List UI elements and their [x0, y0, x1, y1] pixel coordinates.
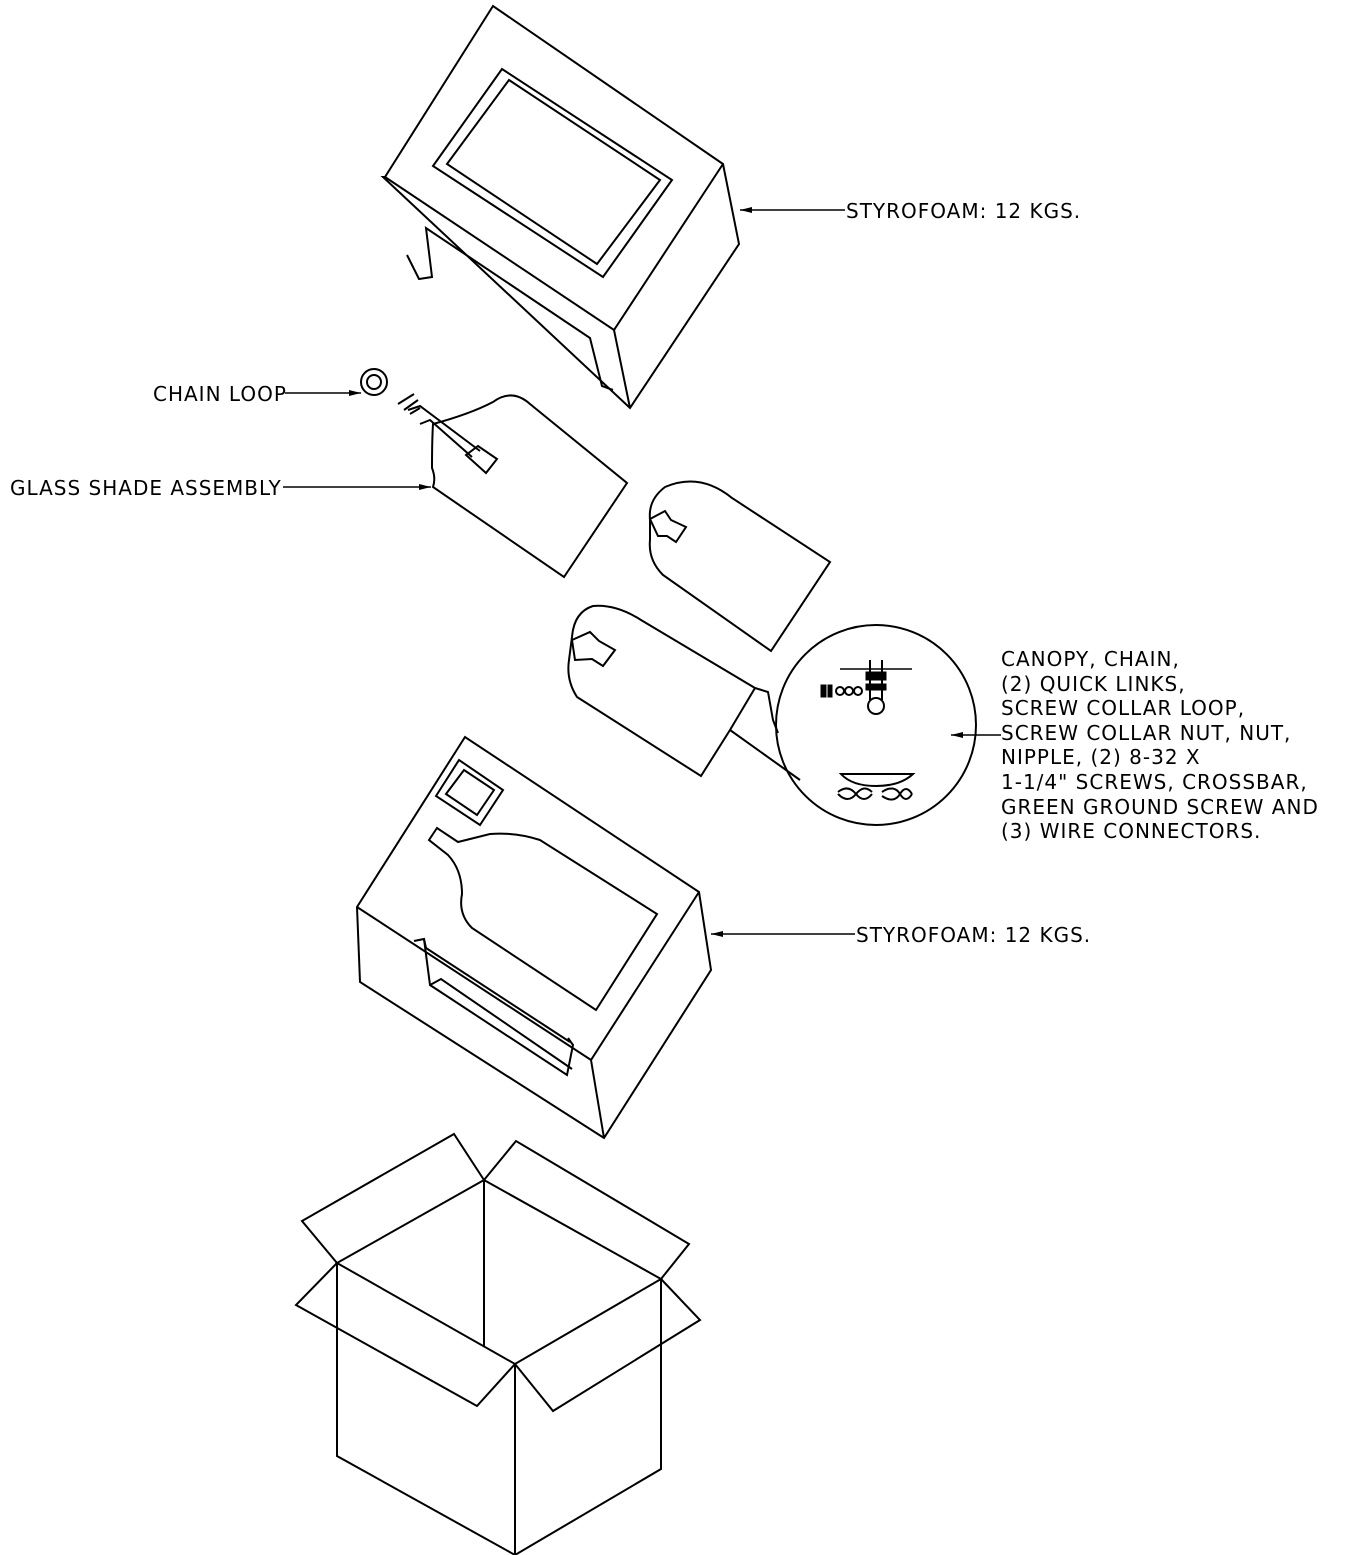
- glass-shade-assembly: [397, 393, 629, 579]
- glass-shade-assembly-label: GLASS SHADE ASSEMBLY: [10, 476, 282, 500]
- parts-list-line: CANOPY, CHAIN,: [1001, 647, 1180, 671]
- parts-list-line: NIPPLE, (2) 8-32 X: [1001, 745, 1201, 770]
- styrofoam-top-block: [380, 4, 741, 410]
- cardboard-box: [294, 1132, 702, 1555]
- chain-loop-label: CHAIN LOOP: [153, 382, 287, 406]
- parts-list-line: SCREW COLLAR NUT, NUT,: [1001, 720, 1292, 745]
- parts-list: CANOPY, CHAIN, (2) QUICK LINKS, SCREW CO…: [1001, 647, 1319, 844]
- parts-list-line: 1-1/4" SCREWS, CROSSBAR,: [1001, 769, 1308, 794]
- parts-list-line: SCREW COLLAR LOOP,: [1001, 696, 1246, 721]
- styrofoam-bottom-block: [355, 735, 713, 1140]
- styrofoam-top-label: STYROFOAM: 12 KGS.: [846, 199, 1082, 223]
- styrofoam-bottom-label: STYROFOAM: 12 KGS.: [856, 923, 1092, 947]
- leader-lines: [283, 207, 1001, 937]
- parts-list-line: GREEN GROUND SCREW AND: [1001, 794, 1319, 819]
- parts-list-line: (2) QUICK LINKS,: [1001, 671, 1186, 696]
- foam-insert-upper: [648, 480, 832, 653]
- hardware-detail-circle: [729, 624, 977, 826]
- foam-insert-lower: [567, 604, 757, 778]
- parts-list-line: (3) WIRE CONNECTORS.: [1001, 819, 1262, 844]
- chain-loop-part: [360, 368, 388, 396]
